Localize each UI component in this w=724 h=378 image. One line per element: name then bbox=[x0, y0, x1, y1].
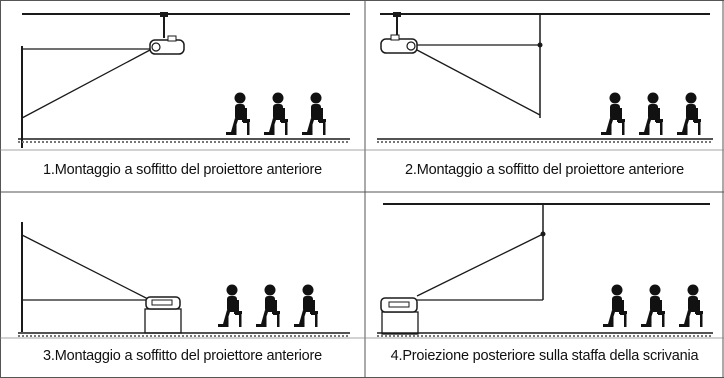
projection-screen bbox=[21, 222, 146, 332]
projection-beam bbox=[21, 234, 151, 301]
projection-beam bbox=[416, 233, 544, 297]
panel-4: 4.Proiezione posteriore sulla staffa del… bbox=[365, 192, 724, 378]
projector-icon bbox=[380, 34, 418, 54]
panel-1-illustration bbox=[18, 12, 350, 148]
panel-1: 1.Montaggio a soffitto del proiettore an… bbox=[0, 0, 365, 192]
panel-1-caption: 1.Montaggio a soffitto del proiettore an… bbox=[43, 162, 322, 178]
projector-icon bbox=[145, 296, 181, 310]
audience-icon bbox=[601, 92, 701, 135]
projection-beam bbox=[21, 49, 151, 119]
panel-2-illustration bbox=[377, 12, 713, 143]
panel-3: 3.Montaggio a soffitto del proiettore an… bbox=[0, 192, 365, 378]
ceiling-mount bbox=[160, 12, 168, 38]
floor-hatch bbox=[377, 138, 713, 143]
audience-icon bbox=[226, 92, 326, 135]
audience-icon bbox=[603, 284, 703, 327]
floor-hatch bbox=[18, 332, 350, 337]
panel-4-caption: 4.Proiezione posteriore sulla staffa del… bbox=[390, 348, 699, 364]
floor-hatch bbox=[377, 332, 713, 337]
projection-screen bbox=[417, 14, 543, 118]
projection-screen bbox=[21, 46, 150, 148]
panel-4-illustration bbox=[377, 203, 713, 337]
projector-icon bbox=[380, 297, 418, 313]
projection-beam bbox=[416, 49, 541, 116]
projection-screen bbox=[417, 204, 546, 301]
projector-icon bbox=[149, 35, 185, 55]
panel-2-caption: 2.Montaggio a soffitto del proiettore an… bbox=[405, 162, 684, 178]
desk-stand bbox=[144, 308, 182, 334]
ceiling-mount bbox=[393, 12, 401, 36]
desk-stand bbox=[381, 311, 419, 335]
panel-2: 2.Montaggio a soffitto del proiettore an… bbox=[365, 0, 724, 192]
audience-icon bbox=[218, 284, 318, 327]
panel-3-caption: 3.Montaggio a soffitto del proiettore an… bbox=[43, 348, 322, 364]
panel-3-illustration bbox=[18, 222, 350, 337]
floor-hatch bbox=[18, 138, 350, 143]
